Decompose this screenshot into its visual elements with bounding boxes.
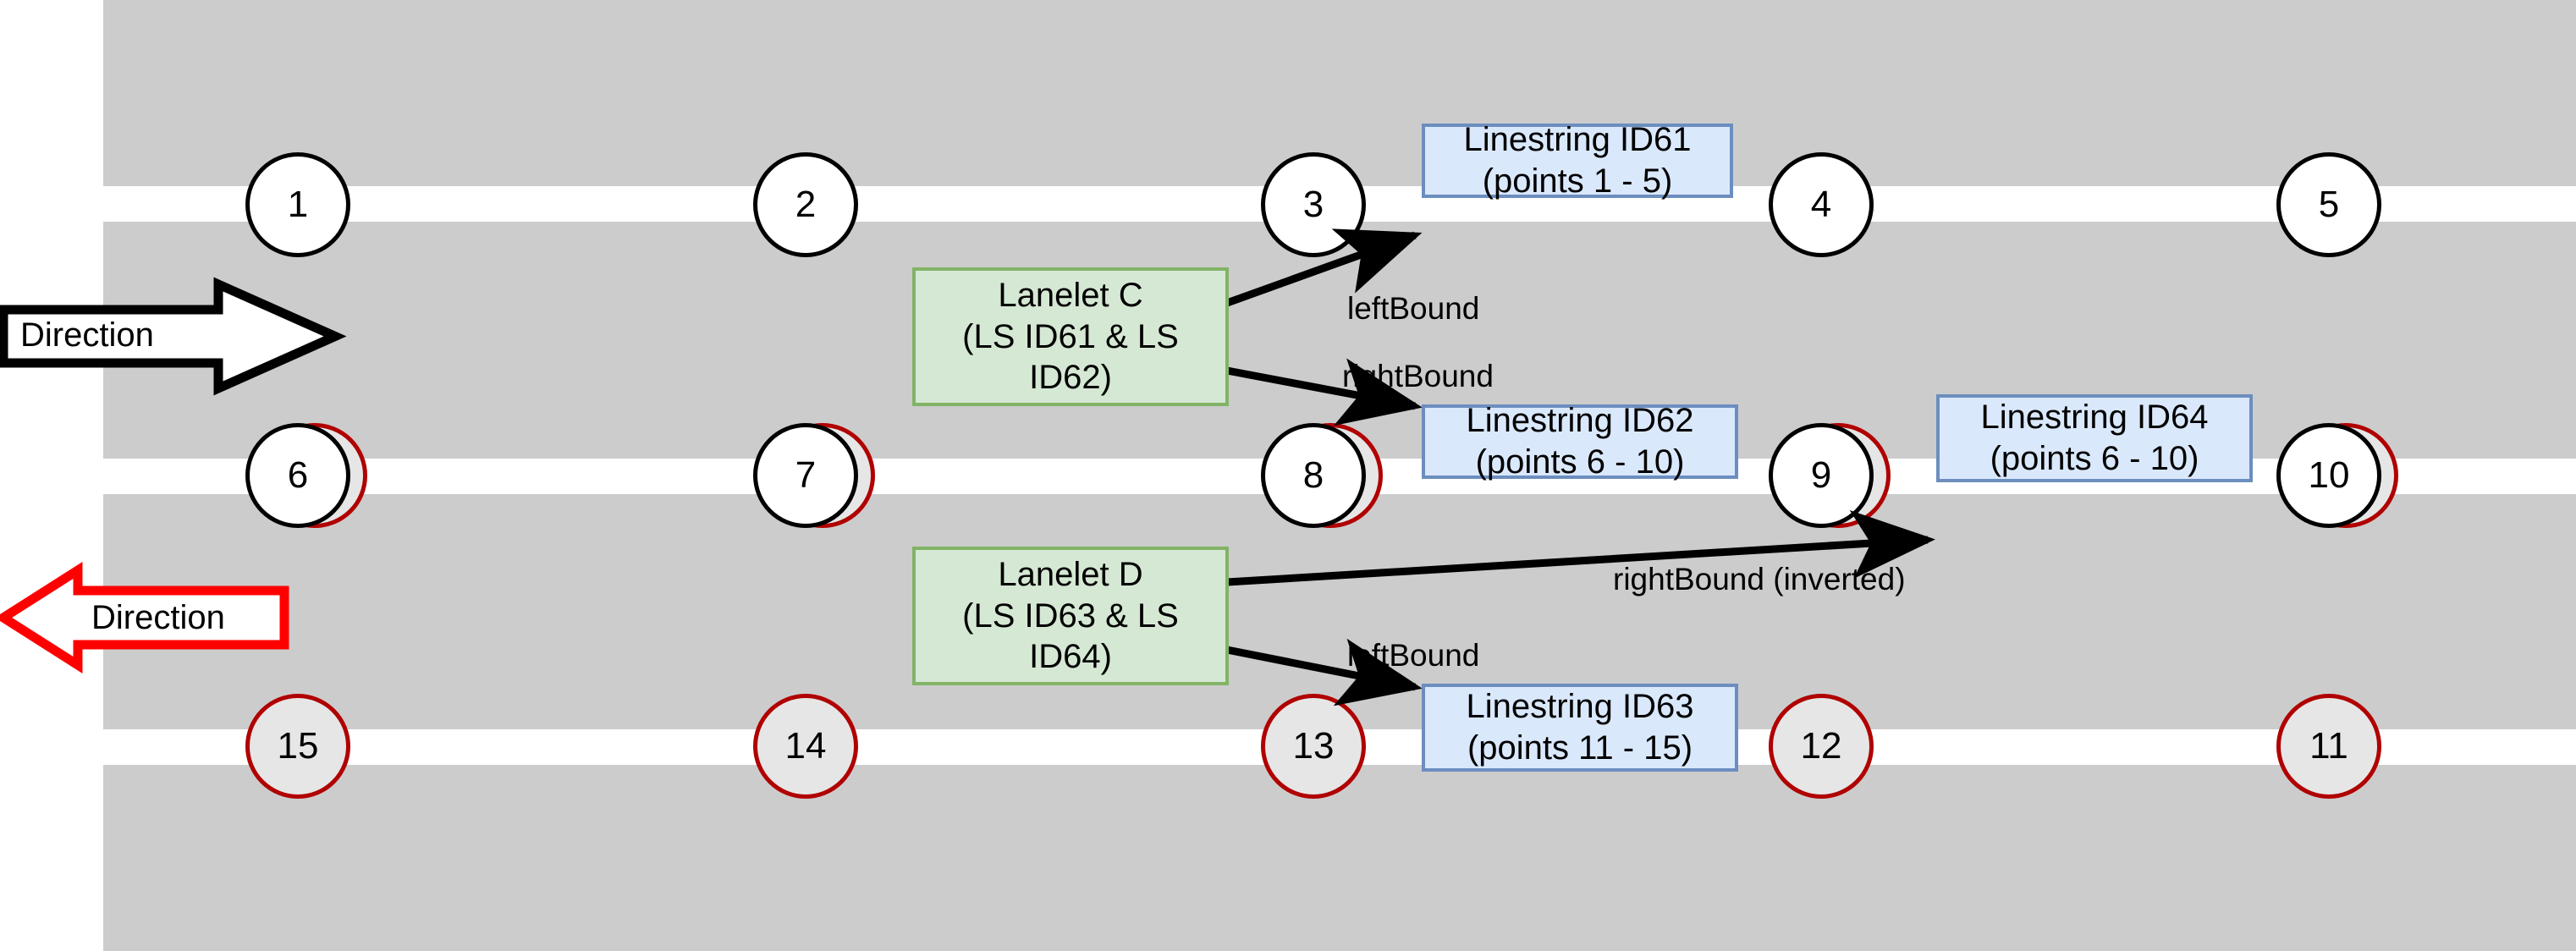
linestring-box-ls61[interactable]: Linestring ID61 (points 1 - 5) — [1422, 121, 1733, 200]
lanelet-box-c[interactable]: Lanelet C (LS ID61 & LS ID62) — [912, 267, 1229, 406]
linestring-title: Linestring ID64 — [1980, 399, 2209, 437]
lanelet-detail-line2: ID64) — [1029, 638, 1112, 676]
linestring-title: Linestring ID61 — [1463, 121, 1692, 159]
point-label: 15 — [277, 725, 319, 767]
point-node-4[interactable]: 4 — [1769, 152, 1874, 257]
point-node-2[interactable]: 2 — [753, 152, 858, 257]
linestring-points: (points 6 - 10) — [1990, 440, 2199, 477]
direction-forward-label: Direction — [20, 316, 154, 354]
linestring-points: (points 11 - 15) — [1467, 729, 1693, 767]
arrow-right-icon — [0, 277, 347, 396]
point-label: 4 — [1810, 184, 1832, 225]
lanelet-detail-line1: (LS ID63 & LS — [962, 596, 1179, 635]
edge-label-rightbound-c: rightBound — [1342, 359, 1494, 393]
point-node-12[interactable]: 12 — [1769, 694, 1874, 799]
lanelet-title: Lanelet C — [998, 276, 1143, 314]
point-label: 5 — [2318, 184, 2340, 225]
direction-reverse-label: Direction — [88, 599, 228, 637]
point-label: 8 — [1302, 454, 1324, 496]
point-label: 12 — [1800, 725, 1842, 767]
point-node-5[interactable]: 5 — [2276, 152, 2381, 257]
point-label: 13 — [1292, 725, 1335, 767]
point-label: 7 — [795, 454, 817, 496]
point-node-8[interactable]: 8 — [1261, 423, 1366, 528]
arrow-lanelet-d-rightbound-inverted — [1226, 509, 1935, 586]
linestring-box-ls63[interactable]: Linestring ID63 (points 11 - 15) — [1422, 684, 1738, 772]
point-node-14[interactable]: 14 — [753, 694, 858, 799]
linestring-title: Linestring ID63 — [1466, 688, 1694, 726]
lanelet-title: Lanelet D — [998, 555, 1143, 593]
linestring-points: (points 6 - 10) — [1475, 443, 1685, 481]
arrow-lanelet-c-rightbound — [1226, 358, 1423, 426]
lanelet-box-d[interactable]: Lanelet D (LS ID63 & LS ID64) — [912, 547, 1229, 685]
point-label: 9 — [1810, 454, 1832, 496]
linestring-points: (points 1 - 5) — [1482, 162, 1673, 200]
point-node-7[interactable]: 7 — [753, 423, 858, 528]
point-node-10[interactable]: 10 — [2276, 423, 2381, 528]
direction-marker-reverse: Direction — [0, 561, 289, 674]
point-label: 10 — [2308, 454, 2350, 496]
lanelet-detail-line2: ID62) — [1029, 359, 1112, 397]
linestring-box-ls64[interactable]: Linestring ID64 (points 6 - 10) — [1936, 394, 2253, 482]
point-node-6[interactable]: 6 — [245, 423, 350, 528]
point-node-1[interactable]: 1 — [245, 152, 350, 257]
edge-label-leftbound-d: leftBound — [1347, 638, 1480, 673]
direction-marker-forward: Direction — [0, 277, 347, 396]
point-label: 1 — [287, 184, 309, 225]
arrow-lanelet-c-leftbound — [1225, 228, 1423, 307]
point-node-15[interactable]: 15 — [245, 694, 350, 799]
arrow-lanelet-d-leftbound — [1226, 638, 1423, 706]
edge-label-rightbound-inverted-d: rightBound (inverted) — [1613, 562, 1906, 596]
point-label: 14 — [784, 725, 827, 767]
linestring-box-ls62[interactable]: Linestring ID62 (points 6 - 10) — [1422, 402, 1738, 481]
linestring-title: Linestring ID62 — [1466, 402, 1694, 440]
point-label: 6 — [287, 454, 309, 496]
point-label: 11 — [2309, 725, 2348, 767]
point-label: 2 — [795, 184, 817, 225]
point-node-13[interactable]: 13 — [1261, 694, 1366, 799]
point-node-11[interactable]: 11 — [2276, 694, 2381, 799]
lanelet-detail-line1: (LS ID61 & LS — [962, 317, 1179, 355]
point-label: 3 — [1302, 184, 1324, 225]
edge-label-leftbound-c: leftBound — [1347, 291, 1480, 326]
